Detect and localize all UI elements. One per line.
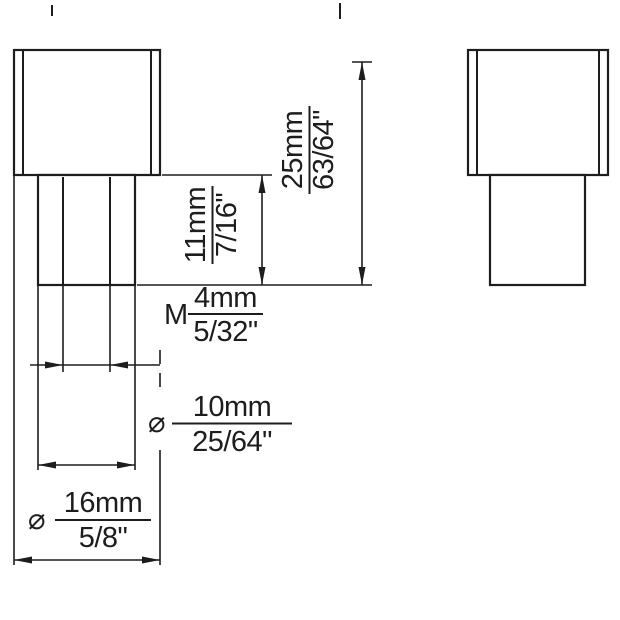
dim-thread-inch: 5/32" xyxy=(193,316,257,348)
arrowhead-up xyxy=(358,62,366,80)
dim-thread-mm: 4mm xyxy=(194,282,257,314)
arrowhead-right xyxy=(117,461,135,469)
thread-prefix: M xyxy=(164,299,188,331)
dim-stem-diameter-inch: 25/64" xyxy=(192,426,272,458)
front-view xyxy=(12,48,162,287)
dim-stem-diameter-mm: 10mm xyxy=(193,391,272,423)
arrowhead-up xyxy=(258,175,266,193)
arrowhead-down xyxy=(258,267,266,285)
side-view-stem xyxy=(488,173,587,287)
arrowhead-right xyxy=(45,361,63,369)
dim-total-height-mm: 25mm xyxy=(277,111,309,190)
dim-head-diameter-mm: 16mm xyxy=(64,487,143,519)
dim-stem-height-mm: 11mm xyxy=(180,187,212,263)
arrowhead-left xyxy=(14,556,32,564)
crop-marks xyxy=(51,3,341,19)
dim-stem-height-inch: 7/16" xyxy=(211,193,243,257)
dimension-stem-diameter: ⌀ 10mm 25/64" xyxy=(37,285,292,470)
arrowhead-down xyxy=(358,267,366,285)
dim-head-diameter-inch: 5/8" xyxy=(79,522,128,554)
dimension-stem-height: 11mm 7/16" xyxy=(162,174,272,285)
dimension-total-height: 25mm 63/64" xyxy=(137,61,372,286)
dimension-head-diameter: ⌀ 16mm 5/8" xyxy=(13,175,161,565)
arrowhead-left xyxy=(38,461,56,469)
arrowhead-right xyxy=(142,556,160,564)
arrowhead-left xyxy=(110,361,128,369)
diameter-symbol: ⌀ xyxy=(28,504,45,536)
dim-total-height-inch: 63/64" xyxy=(308,110,340,190)
dimension-thread: M 4mm 5/32" xyxy=(30,282,263,372)
front-view-head xyxy=(12,48,162,177)
front-view-stem xyxy=(36,173,137,287)
side-view xyxy=(466,48,610,287)
diameter-symbol: ⌀ xyxy=(148,407,165,439)
side-view-head xyxy=(466,48,610,177)
